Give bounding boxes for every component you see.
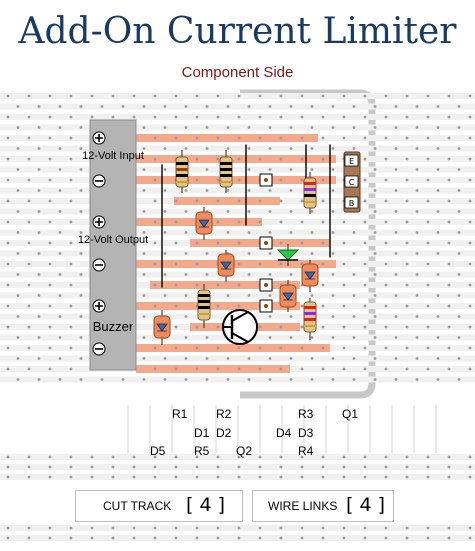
component-label: R4 [298, 444, 314, 458]
used-track [136, 176, 336, 184]
page-subtitle: Component Side [181, 64, 294, 81]
pin-b-label: B [349, 199, 355, 208]
diode-d3 [301, 260, 319, 292]
resistor-r1 [175, 150, 189, 193]
resistor-r4 [303, 298, 317, 340]
diode-d4 [279, 280, 297, 312]
diode-d2 [217, 250, 235, 282]
pin-e-label: E [349, 157, 354, 166]
cut-track-icon [259, 173, 273, 187]
resistor-r5 [197, 284, 211, 328]
transistor-q1-pins: E C B [344, 154, 359, 209]
wire-links-count: [ 4 ] [346, 494, 385, 516]
used-track [136, 344, 330, 352]
used-track [136, 260, 336, 268]
plus-terminal-icon [92, 131, 106, 145]
component-label: R1 [172, 407, 188, 421]
used-track [136, 155, 336, 163]
component-label: D3 [298, 426, 314, 440]
diode-d5 [153, 310, 171, 345]
page-title: Add-On Current Limiter [18, 11, 457, 52]
cut-track-icon [259, 278, 273, 292]
cut-track-label: CUT TRACK [103, 499, 172, 513]
component-label: D4 [276, 426, 292, 440]
component-label: R5 [194, 444, 210, 458]
cut-track-count: [ 4 ] [186, 494, 225, 516]
transistor-q2 [222, 309, 258, 345]
component-label: D1 [194, 426, 210, 440]
output-connector-label: 12-Volt Output [78, 234, 148, 246]
terminal-screws [92, 131, 106, 356]
component-label: D5 [150, 444, 166, 458]
minus-terminal-icon [92, 342, 106, 356]
cut-track-icon [259, 299, 273, 313]
pin-c-label: C [349, 178, 355, 187]
resistor-r3 [303, 172, 317, 214]
component-label: R2 [216, 407, 232, 421]
terminal-block [89, 119, 137, 371]
cut-track-legend [75, 490, 243, 522]
component-label-grid [0, 405, 475, 453]
used-track [136, 134, 318, 142]
diode-d1 [195, 207, 213, 240]
plus-terminal-icon [92, 299, 106, 313]
input-connector-label: 12-Volt Input [82, 150, 144, 162]
used-track [136, 365, 290, 373]
used-track [174, 197, 280, 205]
lower-strips [0, 454, 475, 541]
led-indicator [276, 244, 300, 266]
resistor-r2 [219, 150, 233, 193]
component-label: Q1 [342, 407, 358, 421]
wire-links-legend [252, 490, 394, 522]
component-label: D2 [216, 426, 232, 440]
minus-terminal-icon [92, 174, 106, 188]
used-track [150, 281, 300, 289]
plus-terminal-icon [92, 215, 106, 229]
wire-links-label: WIRE LINKS [268, 499, 338, 513]
component-label: R3 [298, 407, 314, 421]
component-label: Q2 [236, 444, 252, 458]
minus-terminal-icon [92, 258, 106, 272]
buzzer-connector-label: Buzzer [93, 319, 134, 334]
cut-track-icon [259, 236, 273, 250]
